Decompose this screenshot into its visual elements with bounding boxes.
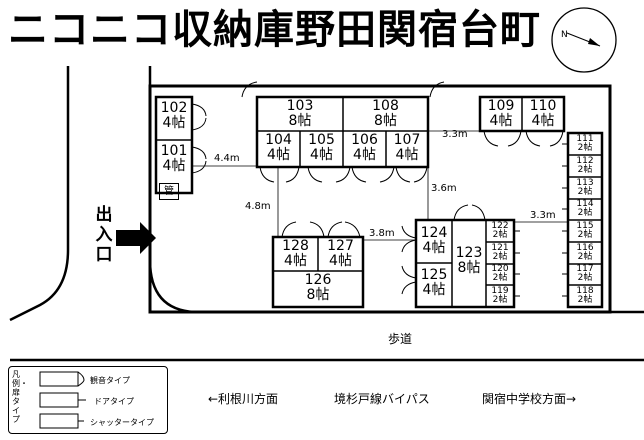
sidewalk-label: 歩道 bbox=[388, 332, 413, 346]
legend bbox=[8, 366, 168, 434]
distance-label: 3.8m bbox=[369, 228, 395, 239]
legend-door: ドアタイプ bbox=[94, 397, 134, 406]
compass-icon bbox=[551, 7, 617, 73]
road-edge-left bbox=[9, 66, 70, 322]
distance-label: 3.6m bbox=[431, 183, 457, 194]
legend-title: 凡例・扉タイプ bbox=[12, 370, 28, 424]
distance-label: 4.8m bbox=[245, 201, 271, 212]
building-101-102 bbox=[154, 95, 194, 195]
entrance-label: 出入口 bbox=[95, 205, 113, 265]
compass-north-label: N bbox=[561, 30, 568, 40]
page-title: ニコニコ収納庫野田関宿台町 bbox=[8, 7, 541, 53]
distance-label: 3.3m bbox=[442, 129, 468, 140]
distance-label: 3.3m bbox=[530, 210, 556, 221]
legend-shutter: シャッタータイプ bbox=[90, 418, 154, 427]
direction-left-label: ←利根川方面 bbox=[208, 392, 279, 406]
entrance-arrow-icon bbox=[116, 222, 156, 254]
site-boundary bbox=[148, 84, 612, 314]
direction-right-label: 関宿中学校方面→ bbox=[482, 392, 577, 406]
distance-label: 4.4m bbox=[214, 153, 240, 164]
legend-kannon: 観音タイプ bbox=[90, 376, 130, 385]
bypass-label: 境杉戸線バイパス bbox=[334, 392, 430, 406]
kanri-room: 管 bbox=[159, 183, 179, 200]
